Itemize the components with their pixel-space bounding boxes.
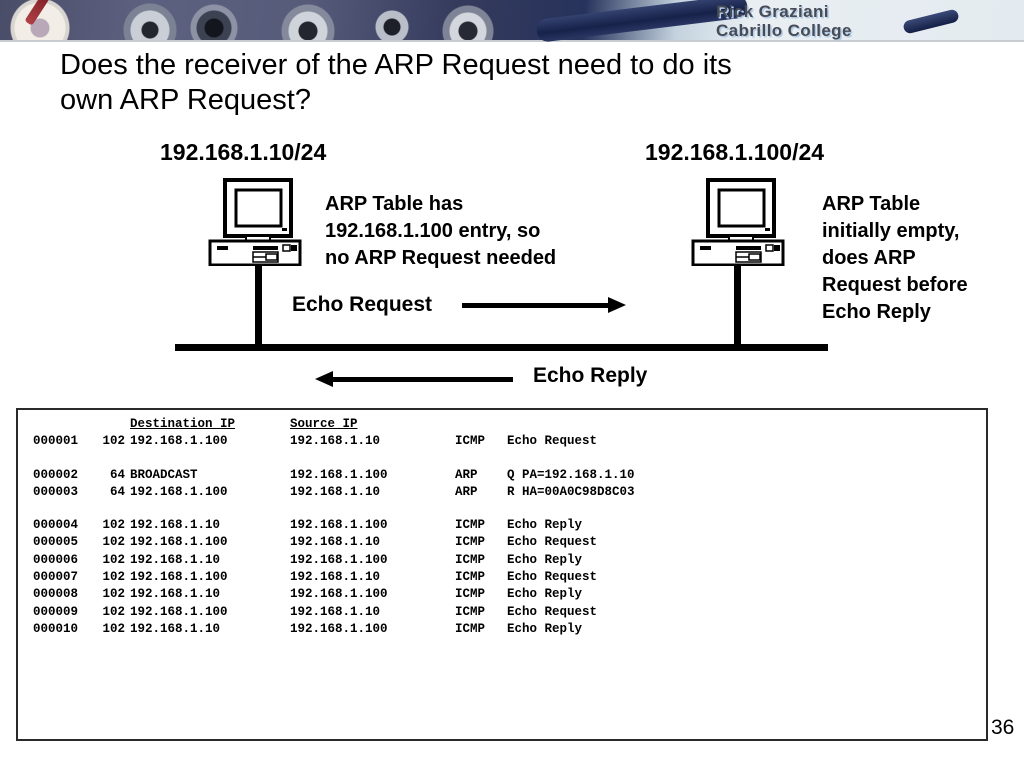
- packet-number: 000005: [33, 535, 79, 550]
- left-host-drop-line: [255, 264, 262, 348]
- packet-length: 102: [102, 535, 125, 550]
- packet-destination: 192.168.1.100: [130, 604, 228, 619]
- packet-protocol: ICMP: [455, 604, 486, 619]
- packet-protocol: ARP: [455, 467, 478, 482]
- packet-source: 192.168.1.10: [290, 535, 381, 550]
- packet-length: 102: [102, 552, 125, 567]
- ethernet-bus-line: [175, 344, 828, 351]
- packet-row: 000004 102 192.168.1.10 192.168.1.100 IC…: [33, 517, 986, 534]
- packet-row: 000007 102 192.168.1.100 192.168.1.10 IC…: [33, 569, 986, 586]
- echo-reply-label: Echo Reply: [533, 364, 648, 387]
- packet-length: 102: [102, 621, 125, 636]
- packet-source: 192.168.1.100: [290, 518, 388, 533]
- red-pen-icon: [24, 0, 51, 26]
- left-host-ip-label: 192.168.1.10/24: [160, 139, 327, 165]
- packet-info: Echo Request: [507, 434, 598, 449]
- packet-number: 000010: [33, 621, 79, 636]
- echo-request-arrow-icon: [462, 297, 626, 313]
- packet-length: 102: [102, 518, 125, 533]
- left-computer-icon: [208, 178, 302, 266]
- right-computer-icon: [691, 178, 785, 266]
- packet-info: Echo Request: [507, 604, 598, 619]
- capture-header-row: Destination IP Source IP: [33, 416, 986, 433]
- packet-destination: 192.168.1.10: [130, 552, 221, 567]
- author-credit: Rick Graziani Cabrillo College: [716, 2, 852, 40]
- packet-info: Echo Reply: [507, 518, 583, 533]
- right-host-note: ARP Table initially empty, does ARP Requ…: [822, 193, 968, 323]
- packet-destination: 192.168.1.100: [130, 570, 228, 585]
- left-host-note: ARP Table has 192.168.1.100 entry, so no…: [325, 193, 557, 269]
- packet-source: 192.168.1.10: [290, 484, 381, 499]
- packet-row: 000006 102 192.168.1.10 192.168.1.100 IC…: [33, 552, 986, 569]
- packet-length: 64: [109, 484, 125, 499]
- header-banner: Rick Graziani Cabrillo College: [0, 0, 1024, 43]
- packet-number: 000009: [33, 604, 79, 619]
- packet-protocol: ICMP: [455, 621, 486, 636]
- packet-source: 192.168.1.10: [290, 570, 381, 585]
- packet-source: 192.168.1.100: [290, 621, 388, 636]
- packet-source: 192.168.1.100: [290, 587, 388, 602]
- packet-info: Echo Reply: [507, 587, 583, 602]
- packet-info: Echo Request: [507, 535, 598, 550]
- packet-length: 102: [102, 604, 125, 619]
- packet-info: R HA=00A0C98D8C03: [507, 484, 635, 499]
- packet-number: 000007: [33, 570, 79, 585]
- institution-name: Cabrillo College: [716, 21, 852, 40]
- packet-row: 000010 102 192.168.1.10 192.168.1.100 IC…: [33, 621, 986, 638]
- packet-destination: 192.168.1.10: [130, 518, 221, 533]
- packet-destination: 192.168.1.10: [130, 587, 221, 602]
- packet-source: 192.168.1.10: [290, 434, 381, 449]
- page-number: 36: [991, 716, 1015, 739]
- connector-icon: [902, 8, 960, 35]
- packet-number: 000006: [33, 552, 79, 567]
- packet-source: 192.168.1.100: [290, 552, 388, 567]
- packet-info: Echo Reply: [507, 552, 583, 567]
- echo-request-label: Echo Request: [292, 293, 433, 316]
- packet-source: 192.168.1.100: [290, 467, 388, 482]
- packet-info: Echo Reply: [507, 621, 583, 636]
- packet-source: 192.168.1.10: [290, 604, 381, 619]
- packet-row: 000002 64 BROADCAST 192.168.1.100 ARP Q …: [33, 467, 986, 484]
- packet-destination: BROADCAST: [130, 467, 198, 482]
- packet-length: 102: [102, 434, 125, 449]
- packet-destination: 192.168.1.100: [130, 535, 228, 550]
- destination-ip-header: Destination IP: [130, 417, 236, 431]
- packet-number: 000004: [33, 518, 79, 533]
- right-host-drop-line: [734, 264, 741, 348]
- slide-title: Does the receiver of the ARP Request nee…: [60, 49, 732, 116]
- packet-protocol: ICMP: [455, 518, 486, 533]
- packet-info: Echo Request: [507, 570, 598, 585]
- packet-number: 000001: [33, 434, 79, 449]
- packet-row: 000009 102 192.168.1.100 192.168.1.10 IC…: [33, 604, 986, 621]
- packet-length: 102: [102, 570, 125, 585]
- packet-protocol: ICMP: [455, 552, 486, 567]
- packet-capture-box: Destination IP Source IP 000001 102 192.…: [16, 408, 988, 741]
- packet-row: 000005 102 192.168.1.100 192.168.1.10 IC…: [33, 534, 986, 551]
- packet-info: Q PA=192.168.1.10: [507, 467, 635, 482]
- author-name: Rick Graziani: [716, 2, 829, 21]
- packet-number: 000002: [33, 467, 79, 482]
- packet-number: 000008: [33, 587, 79, 602]
- echo-reply-arrow-icon: [315, 371, 513, 387]
- packet-protocol: ICMP: [455, 535, 486, 550]
- packet-destination: 192.168.1.100: [130, 434, 228, 449]
- packet-protocol: ICMP: [455, 434, 486, 449]
- packet-row: 000001 102 192.168.1.100 192.168.1.10 IC…: [33, 433, 986, 450]
- packet-protocol: ICMP: [455, 587, 486, 602]
- packet-destination: 192.168.1.100: [130, 484, 228, 499]
- packet-protocol: ICMP: [455, 570, 486, 585]
- right-host-ip-label: 192.168.1.100/24: [645, 139, 825, 165]
- packet-destination: 192.168.1.10: [130, 621, 221, 636]
- packet-row: 000003 64 192.168.1.100 192.168.1.10 ARP…: [33, 484, 986, 501]
- packet-row: 000008 102 192.168.1.10 192.168.1.100 IC…: [33, 586, 986, 603]
- packet-protocol: ARP: [455, 484, 478, 499]
- packet-length: 64: [109, 467, 125, 482]
- packet-number: 000003: [33, 484, 79, 499]
- packet-length: 102: [102, 587, 125, 602]
- source-ip-header: Source IP: [290, 417, 358, 431]
